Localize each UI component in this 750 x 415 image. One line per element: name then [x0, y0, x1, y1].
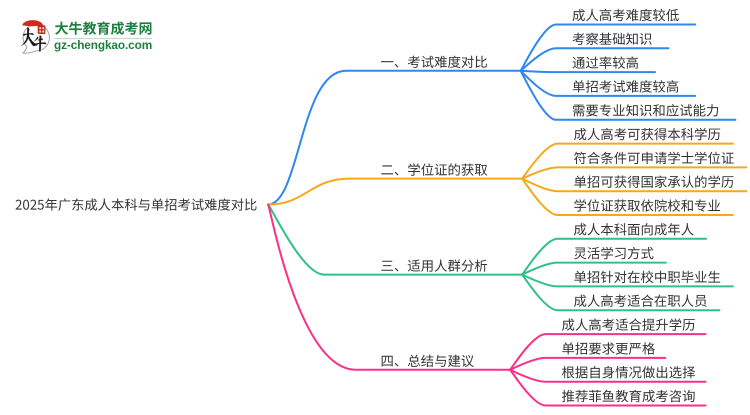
svg-text:gz-chengkao.com: gz-chengkao.com [54, 38, 152, 52]
